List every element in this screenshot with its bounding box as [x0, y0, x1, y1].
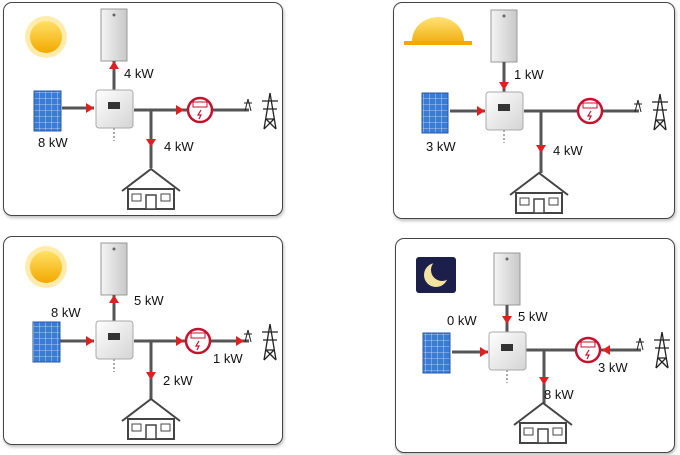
arrow-to-battery	[109, 295, 119, 303]
grid-flow-label: 3 kW	[598, 360, 628, 375]
battery-icon	[100, 242, 128, 296]
arrow-to-home	[536, 145, 546, 153]
solar-panel-icon	[422, 332, 451, 374]
solar-panel-icon	[33, 90, 62, 132]
arrow-to-meter	[176, 336, 184, 346]
arrow-to-grid	[236, 336, 244, 346]
flow-arrows	[86, 61, 184, 147]
arrow-from-battery	[502, 316, 512, 324]
diagram-canvas	[404, 9, 668, 214]
arrow-to-home	[539, 377, 549, 385]
battery-icon	[490, 9, 518, 63]
pv-power-label: 0 kW	[447, 313, 477, 328]
arrow-pv-to-inverter	[86, 103, 94, 113]
solar-panel-icon	[32, 321, 61, 363]
arrow-pv-to-inverter	[477, 106, 485, 116]
home-load-label: 8 kW	[544, 387, 574, 402]
inverter-icon	[95, 320, 134, 360]
arrow-from-grid	[602, 345, 610, 355]
scenario-panel-night: 5 kW 0 kW 8 kW 3 kW	[395, 238, 675, 453]
sunset-icon	[404, 17, 472, 45]
battery-flow-label: 4 kW	[124, 66, 154, 81]
battery-icon	[493, 252, 521, 306]
inverter-icon	[488, 331, 527, 371]
meter-icon	[574, 336, 602, 364]
home-load-label: 4 kW	[164, 139, 194, 154]
diagram-canvas	[25, 8, 278, 210]
house-icon	[121, 397, 181, 440]
moon-icon	[416, 257, 456, 293]
pv-power-label: 8 kW	[38, 135, 68, 150]
grid-tower-icon	[244, 323, 278, 361]
house-icon	[513, 401, 573, 444]
arrow-to-home	[146, 372, 156, 380]
arrow-to-home	[146, 139, 156, 147]
arrow-to-meter	[176, 105, 184, 115]
grid-tower-icon	[636, 331, 670, 369]
scenario-panel-day-export: 5 kW 8 kW 2 kW 1 kW	[3, 236, 283, 445]
pv-power-label: 8 kW	[51, 305, 81, 320]
flow-arrows	[477, 82, 546, 153]
diagram-canvas	[416, 252, 670, 444]
inverter-icon	[485, 91, 524, 131]
meter-icon	[186, 96, 214, 124]
wires	[60, 295, 249, 399]
sun-icon	[25, 246, 67, 288]
arrow-to-inverter	[480, 347, 488, 357]
arrow-pv-to-inverter	[86, 336, 94, 346]
battery-flow-label: 5 kW	[518, 309, 548, 324]
battery-icon	[100, 8, 128, 62]
sun-icon	[25, 16, 67, 58]
arrow-to-battery	[109, 61, 119, 69]
wires	[450, 62, 639, 173]
pv-power-label: 3 kW	[426, 139, 456, 154]
arrow-from-battery	[499, 82, 509, 90]
home-load-label: 4 kW	[553, 143, 583, 158]
flow-arrows	[86, 295, 244, 380]
scenario-panel-day-surplus: 4 kW 8 kW 4 kW	[3, 2, 283, 216]
wires	[62, 61, 249, 168]
grid-flow-label: 1 kW	[213, 351, 243, 366]
battery-flow-label: 5 kW	[134, 293, 164, 308]
grid-tower-icon	[244, 92, 278, 130]
home-load-label: 2 kW	[163, 373, 193, 388]
grid-tower-icon	[634, 93, 668, 131]
house-icon	[509, 171, 569, 214]
scenario-panel-evening: 1 kW 3 kW 4 kW	[393, 2, 675, 219]
flow-arrows	[480, 316, 610, 385]
meter-icon	[184, 327, 212, 355]
diagram-canvas	[25, 242, 278, 440]
inverter-icon	[95, 89, 134, 129]
solar-panel-icon	[421, 92, 449, 134]
meter-icon	[576, 97, 604, 125]
house-icon	[121, 167, 181, 210]
battery-flow-label: 1 kW	[514, 67, 544, 82]
